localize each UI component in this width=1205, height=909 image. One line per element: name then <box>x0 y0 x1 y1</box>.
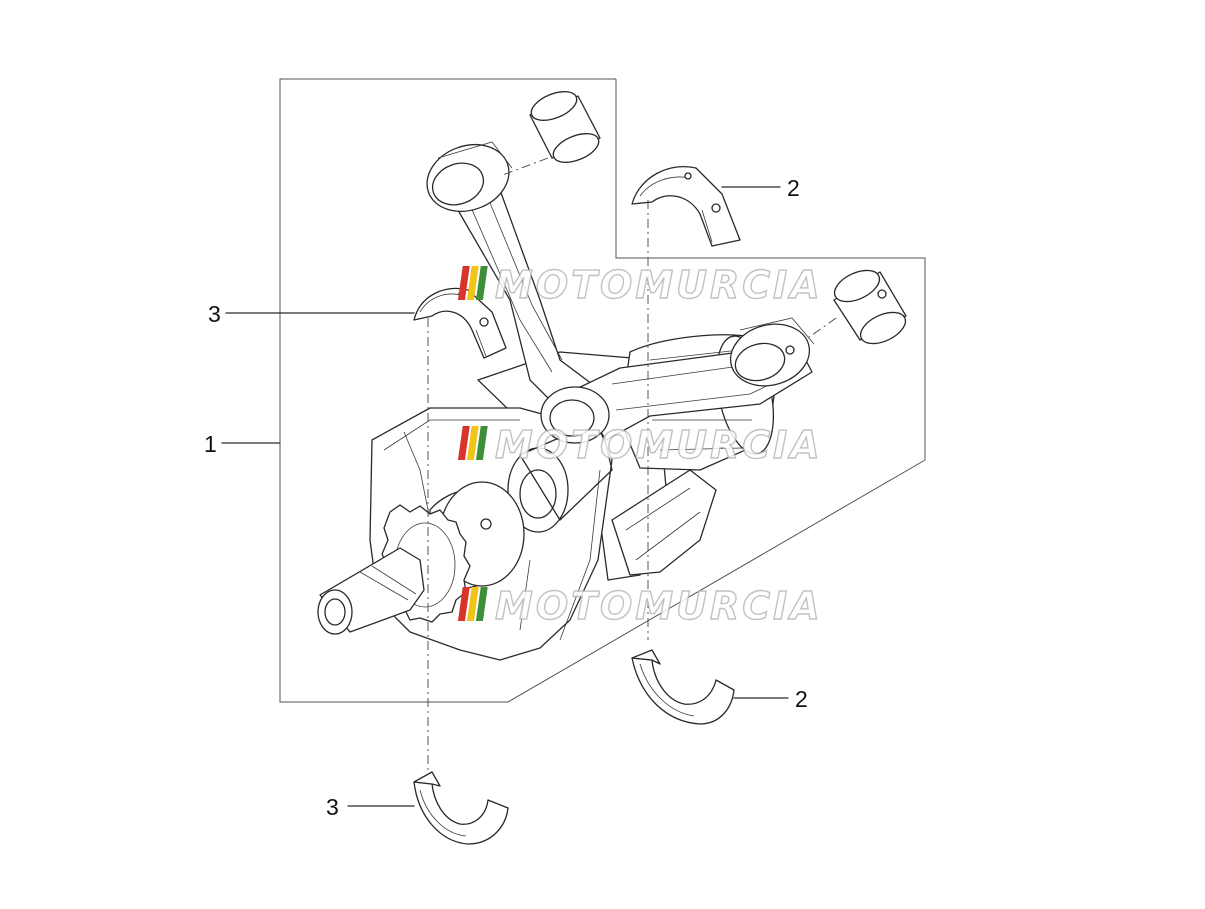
connecting-rod-lower <box>540 317 815 444</box>
crankshaft-assembly <box>317 334 781 661</box>
main-bearing-shell-upper <box>631 166 741 640</box>
watermark-text: MOTOMURCIA <box>495 263 823 307</box>
watermark-text: MOTOMURCIA <box>495 423 823 467</box>
watermark-stripe-red <box>457 266 470 300</box>
callout-3-lower: 3 <box>326 794 415 820</box>
watermark-stripe-yellow <box>466 426 479 460</box>
main-bearing-shell-lower <box>631 649 735 725</box>
callout-label-2-lower: 2 <box>795 686 808 712</box>
callout-2-lower: 2 <box>733 686 808 712</box>
watermark-stripe-green <box>475 426 488 460</box>
watermark-stripe-green <box>475 266 488 300</box>
watermark-stripe-red <box>457 426 470 460</box>
callout-label-3-upper: 3 <box>208 301 221 327</box>
callout-3-upper: 3 <box>208 301 415 327</box>
watermark-stripe-green <box>475 587 488 621</box>
connecting-rod-upper <box>426 141 651 421</box>
assembly-frame <box>279 78 926 703</box>
watermark-stripe-yellow <box>466 587 479 621</box>
conrod-bearing-shell-lower <box>413 771 509 845</box>
small-end-bushing-lower <box>804 269 907 345</box>
watermark-stripe-red <box>457 587 470 621</box>
callout-2-upper: 2 <box>721 175 800 201</box>
callout-1: 1 <box>204 431 281 457</box>
small-end-bushing-upper <box>499 91 601 177</box>
callout-label-3-lower: 3 <box>326 794 339 820</box>
watermark-stripe-yellow <box>466 266 479 300</box>
callout-label-1: 1 <box>204 431 217 457</box>
watermark-middle: MOTOMURCIA <box>457 422 823 468</box>
callout-label-2-upper: 2 <box>787 175 800 201</box>
watermark-top: MOTOMURCIA <box>457 262 823 308</box>
watermark-text: MOTOMURCIA <box>495 584 823 628</box>
watermark-bottom: MOTOMURCIA <box>457 583 823 629</box>
conrod-bearing-shell-upper <box>413 287 507 775</box>
